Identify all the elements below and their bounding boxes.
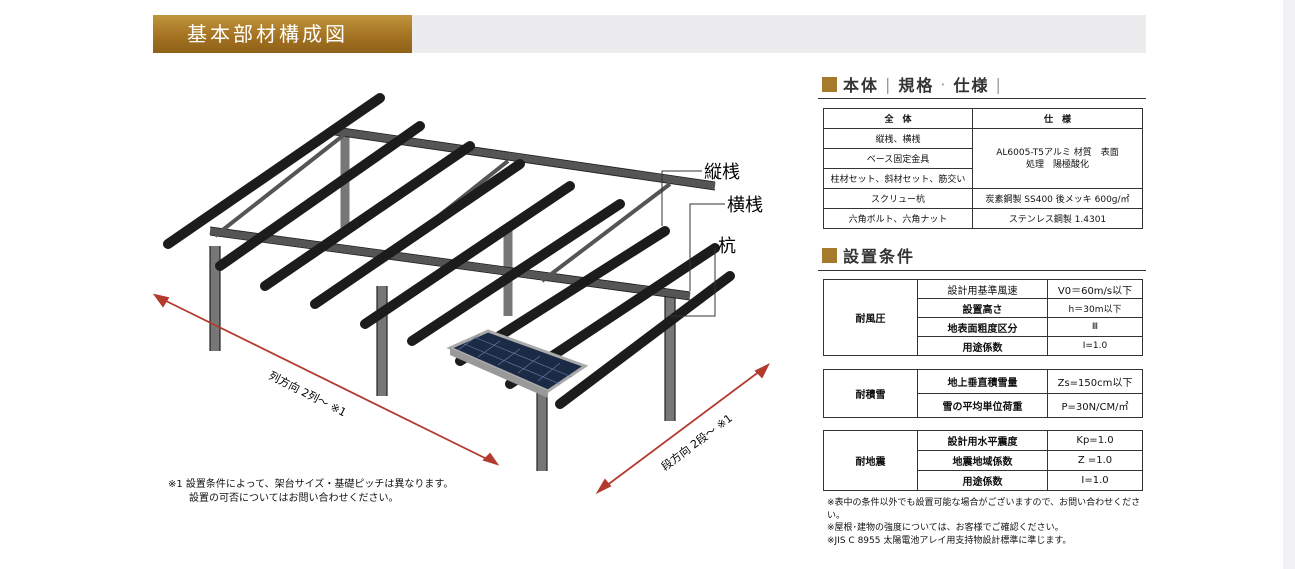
snow-table: 耐積雪 地上垂直積雪量 Zs=150cm以下 雪の平均単位荷重 P=30N/CM…	[823, 369, 1143, 418]
wind-label: 耐風圧	[823, 279, 918, 356]
horizontal-rail-label: 横桟	[727, 195, 763, 216]
condition-value: Kp=1.0	[1047, 430, 1143, 451]
condition-value: V0＝60m/s以下	[1047, 279, 1143, 299]
spec-table: 全 体 仕 様 縦桟、横桟 AL6005-T5アルミ 材質 表面 処理 陽極酸化…	[823, 108, 1143, 229]
spec-value: 炭素鋼製 SS400 後メッキ 600g/㎡	[972, 188, 1143, 209]
spec-item: 縦桟、横桟	[823, 128, 973, 149]
condition-value: I=1.0	[1047, 470, 1143, 491]
condition-name: 雪の平均単位荷重	[917, 393, 1048, 418]
square-bullet-icon	[822, 247, 837, 263]
spec-item: ベース固定金具	[823, 148, 973, 169]
quake-table: 耐地震 設計用水平震度 Kp=1.0 地震地域係数 Z =1.0 用途係数 I=…	[823, 430, 1143, 491]
column-direction-label: 列方向 2列～ ※1	[267, 368, 349, 419]
condition-name: 用途係数	[917, 336, 1048, 356]
snow-label: 耐積雪	[823, 369, 918, 418]
quake-label: 耐地震	[823, 430, 918, 491]
spec-col-whole: 全 体	[823, 108, 973, 129]
condition-name: 設計用水平震度	[917, 430, 1048, 451]
condition-value: h＝30m以下	[1047, 298, 1143, 318]
condition-value: Zs=150cm以下	[1047, 369, 1143, 394]
square-bullet-icon	[822, 76, 837, 92]
condition-value: P=30N/CM/㎡	[1047, 393, 1143, 418]
condition-name: 地上垂直積雪量	[917, 369, 1048, 394]
page-title: 基本部材構成図	[153, 15, 412, 53]
solar-panel-icon	[446, 329, 589, 398]
condition-value: I=1.0	[1047, 336, 1143, 356]
spec-value: ステンレス鋼製 1.4301	[972, 208, 1143, 229]
vertical-rail-label: 縦桟	[704, 162, 740, 183]
conditions-heading: 設置条件	[822, 243, 915, 267]
mount-structure-diagram: 縦桟 横桟 杭 列方向 2列～ ※1 段方向 2段～ ※1	[152, 93, 771, 495]
spec-value: AL6005-T5アルミ 材質 表面 処理 陽極酸化	[972, 128, 1143, 189]
title-bar: 基本部材構成図	[153, 15, 1146, 53]
divider	[818, 270, 1146, 271]
spec-item: スクリュー杭	[823, 188, 973, 209]
wind-table: 耐風圧 設計用基準風速 V0＝60m/s以下 設置高さ h＝30m以下 地表面粗…	[823, 279, 1143, 356]
conditions-notes: ※表中の条件以外でも設置可能な場合がございますので、お問い合わせください。 ※屋…	[827, 498, 1141, 546]
condition-name: 設置高さ	[917, 298, 1048, 318]
condition-name: 地表面粗度区分	[917, 317, 1048, 337]
spec-heading: 本体 | 規格 · 仕様 |	[822, 72, 1009, 96]
condition-value: Z =1.0	[1047, 450, 1143, 471]
condition-name: 設計用基準風速	[917, 279, 1048, 299]
spec-col-spec: 仕 様	[972, 108, 1143, 129]
condition-name: 地震地域係数	[917, 450, 1048, 471]
condition-name: 用途係数	[917, 470, 1048, 491]
diagram-note: ※1 設置条件によって、架台サイズ・基礎ピッチは異なります。 設置の可否について…	[168, 479, 454, 504]
post	[210, 136, 675, 471]
condition-value: Ⅲ	[1047, 317, 1143, 337]
pile-label: 杭	[718, 236, 736, 257]
spec-item: 柱材セット、斜材セット、筋交い	[823, 168, 973, 189]
divider	[818, 98, 1146, 99]
spec-item: 六角ボルト、六角ナット	[823, 208, 973, 229]
